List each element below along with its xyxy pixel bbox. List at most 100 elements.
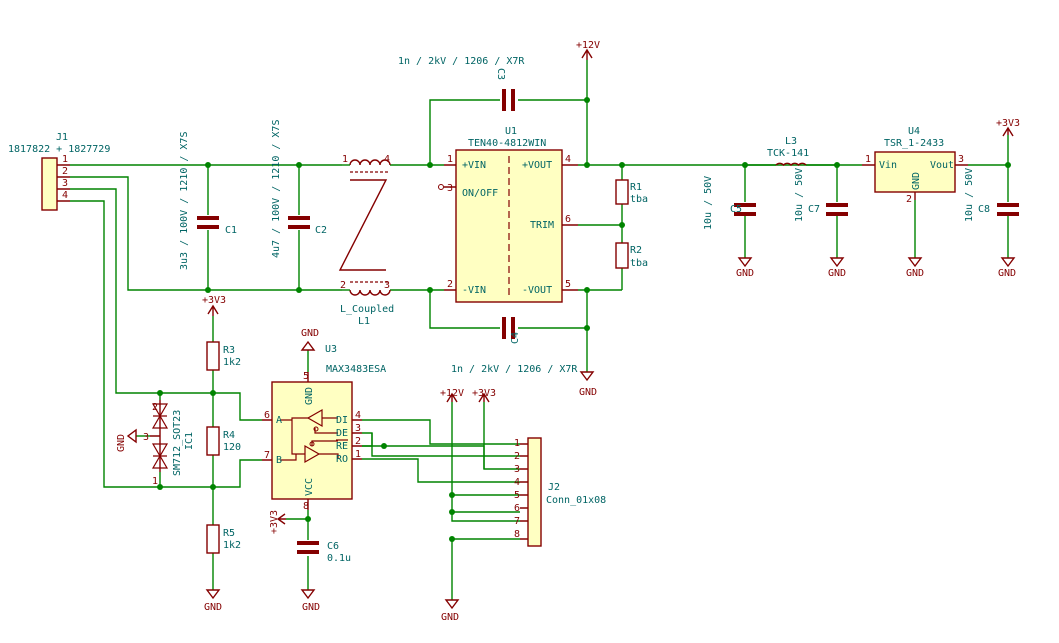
- c4-ref: C4: [510, 332, 521, 344]
- gnd-r5: GND: [204, 589, 222, 613]
- resistor-r2[interactable]: R2 tba: [615, 242, 648, 269]
- resistor-r5[interactable]: R5 1k2: [206, 524, 241, 554]
- power-label: GND: [441, 612, 459, 623]
- l1-ref: L1: [358, 316, 370, 327]
- capacitor-c8[interactable]: C8 10u / 50V: [964, 168, 1019, 222]
- u1-pin-vin-neg: -VIN: [462, 285, 486, 296]
- pin-number: 4: [355, 410, 361, 421]
- u3-pin-re: RE: [336, 441, 348, 452]
- power-12v-j2: +12V: [440, 388, 464, 403]
- capacitor-c4[interactable]: 1n / 2kV / 1206 / X7R C4: [451, 317, 578, 375]
- r2-ref: R2: [630, 245, 642, 256]
- power-label: GND: [302, 602, 320, 613]
- c2-value: 4u7 / 100V / 1210 / X7S: [271, 120, 282, 258]
- transceiver-u3[interactable]: U3 MAX3483ESA A B DI DE RE RO GND VCC 6 …: [262, 344, 386, 512]
- resistor-r3[interactable]: R3 1k2: [206, 341, 241, 371]
- junctions: [157, 97, 1011, 542]
- gnd-u1-vout: GND: [579, 371, 597, 398]
- tvs-ic1[interactable]: 2 3 1 SM712_SOT23 IC1: [143, 400, 195, 487]
- pin-number: 3: [958, 154, 964, 165]
- r4-ref: R4: [223, 430, 235, 441]
- pin-number: 2: [514, 451, 520, 462]
- u1-value: TEN40-4812WIN: [468, 138, 546, 149]
- power-3v3-r3: +3V3: [202, 295, 226, 316]
- r5-value: 1k2: [223, 540, 241, 551]
- resistor-r1[interactable]: R1 tba: [615, 179, 648, 205]
- power-label: GND: [204, 602, 222, 613]
- regulator-u4[interactable]: U4 TSR_1-2433 Vin Vout GND 1 3 2: [862, 126, 968, 205]
- pin-number: 3: [355, 423, 361, 434]
- gnd-j2: GND: [441, 599, 460, 623]
- power-label: GND: [116, 434, 127, 452]
- u4-pin-vout: Vout: [930, 160, 954, 171]
- j2-value: Conn_01x08: [546, 495, 606, 506]
- u1-pin-trim: TRIM: [530, 220, 554, 231]
- pin-number: 2: [447, 279, 453, 290]
- c5-ref: C5: [730, 204, 742, 215]
- power-12v-top: +12V: [576, 40, 600, 60]
- power-label: GND: [906, 268, 924, 279]
- pin-number: 2: [62, 166, 68, 177]
- pin-number: 1: [355, 449, 361, 460]
- u4-pin-vin: Vin: [879, 160, 897, 171]
- pin-number: 5: [514, 490, 520, 501]
- power-label: GND: [579, 387, 597, 398]
- pin-number: 3: [62, 178, 68, 189]
- inductor-l3[interactable]: L3 TCK-141: [745, 136, 837, 167]
- power-label: +12V: [576, 40, 600, 51]
- u3-pin-vcc: VCC: [304, 478, 315, 496]
- dcdc-module-u1[interactable]: U1 TEN40-4812WIN +VIN ON/OFF -VIN +VOUT …: [438, 126, 579, 303]
- power-3v3-u3: +3V3: [269, 510, 286, 534]
- j1-value: 1817822 + 1827729: [8, 144, 110, 155]
- capacitor-c5[interactable]: C5 10u / 50V: [703, 176, 756, 230]
- capacitor-c7[interactable]: C7 10u / 50V: [794, 168, 848, 222]
- c2-ref: C2: [315, 225, 327, 236]
- inductor-l1[interactable]: 1 4 2 3 L_Coupled L1: [338, 154, 394, 327]
- gnd-u4: GND: [906, 257, 924, 279]
- pin-number: 7: [514, 516, 520, 527]
- power-3v3-j2: +3V3: [472, 388, 496, 403]
- power-label: GND: [828, 268, 846, 279]
- connector-j1[interactable]: J1 1817822 + 1827729 1 2 3 4: [8, 132, 110, 211]
- ic1-ref: IC1: [184, 432, 195, 450]
- u1-pin-vout-neg: -VOUT: [522, 285, 552, 296]
- u4-pin-gnd: GND: [911, 172, 922, 190]
- u3-ref: U3: [325, 344, 337, 355]
- gnd-c8: GND: [998, 257, 1016, 279]
- c6-value: 0.1u: [327, 553, 351, 564]
- u4-value: TSR_1-2433: [884, 138, 944, 149]
- pin-number: 5: [303, 371, 309, 382]
- resistor-r4[interactable]: R4 120: [206, 426, 241, 456]
- c3-value: 1n / 2kV / 1206 / X7R: [398, 56, 525, 67]
- capacitor-c6[interactable]: C6 0.1u: [297, 541, 351, 564]
- capacitor-c3[interactable]: 1n / 2kV / 1206 / X7R C3: [398, 56, 525, 111]
- u1-ref: U1: [505, 126, 517, 137]
- gnd-u3-top: GND: [300, 328, 319, 351]
- capacitor-c1[interactable]: C1 3u3 / 100V / 1210 / X7S: [179, 132, 237, 270]
- u3-value: MAX3483ESA: [326, 364, 386, 375]
- r5-ref: R5: [223, 528, 235, 539]
- connector-j2[interactable]: J2 Conn_01x08 1 2 3 4 5 6 7 8: [514, 437, 606, 547]
- power-3v3-right: +3V3: [996, 118, 1020, 137]
- c7-value: 10u / 50V: [794, 168, 805, 222]
- pin-number: 4: [384, 154, 390, 165]
- pin-number: 8: [514, 529, 520, 540]
- power-label: +3V3: [202, 295, 226, 306]
- r1-ref: R1: [630, 182, 642, 193]
- pin-number: 1: [342, 154, 348, 165]
- l1-value: L_Coupled: [340, 304, 394, 315]
- power-label: +3V3: [996, 118, 1020, 129]
- pin-number: 4: [565, 154, 571, 165]
- capacitor-c2[interactable]: C2 4u7 / 100V / 1210 / X7S: [271, 120, 327, 258]
- pin-number: 6: [565, 214, 571, 225]
- pin-number: 6: [264, 410, 270, 421]
- gnd-c6: GND: [300, 589, 320, 613]
- c3-ref: C3: [495, 68, 506, 80]
- u3-pin-a: A: [276, 415, 282, 426]
- ic1-value: SM712_SOT23: [172, 410, 183, 476]
- gnd-ic1: GND: [116, 428, 137, 452]
- power-label: GND: [736, 268, 754, 279]
- u3-pin-ro: RO: [336, 454, 348, 465]
- r4-value: 120: [223, 442, 241, 453]
